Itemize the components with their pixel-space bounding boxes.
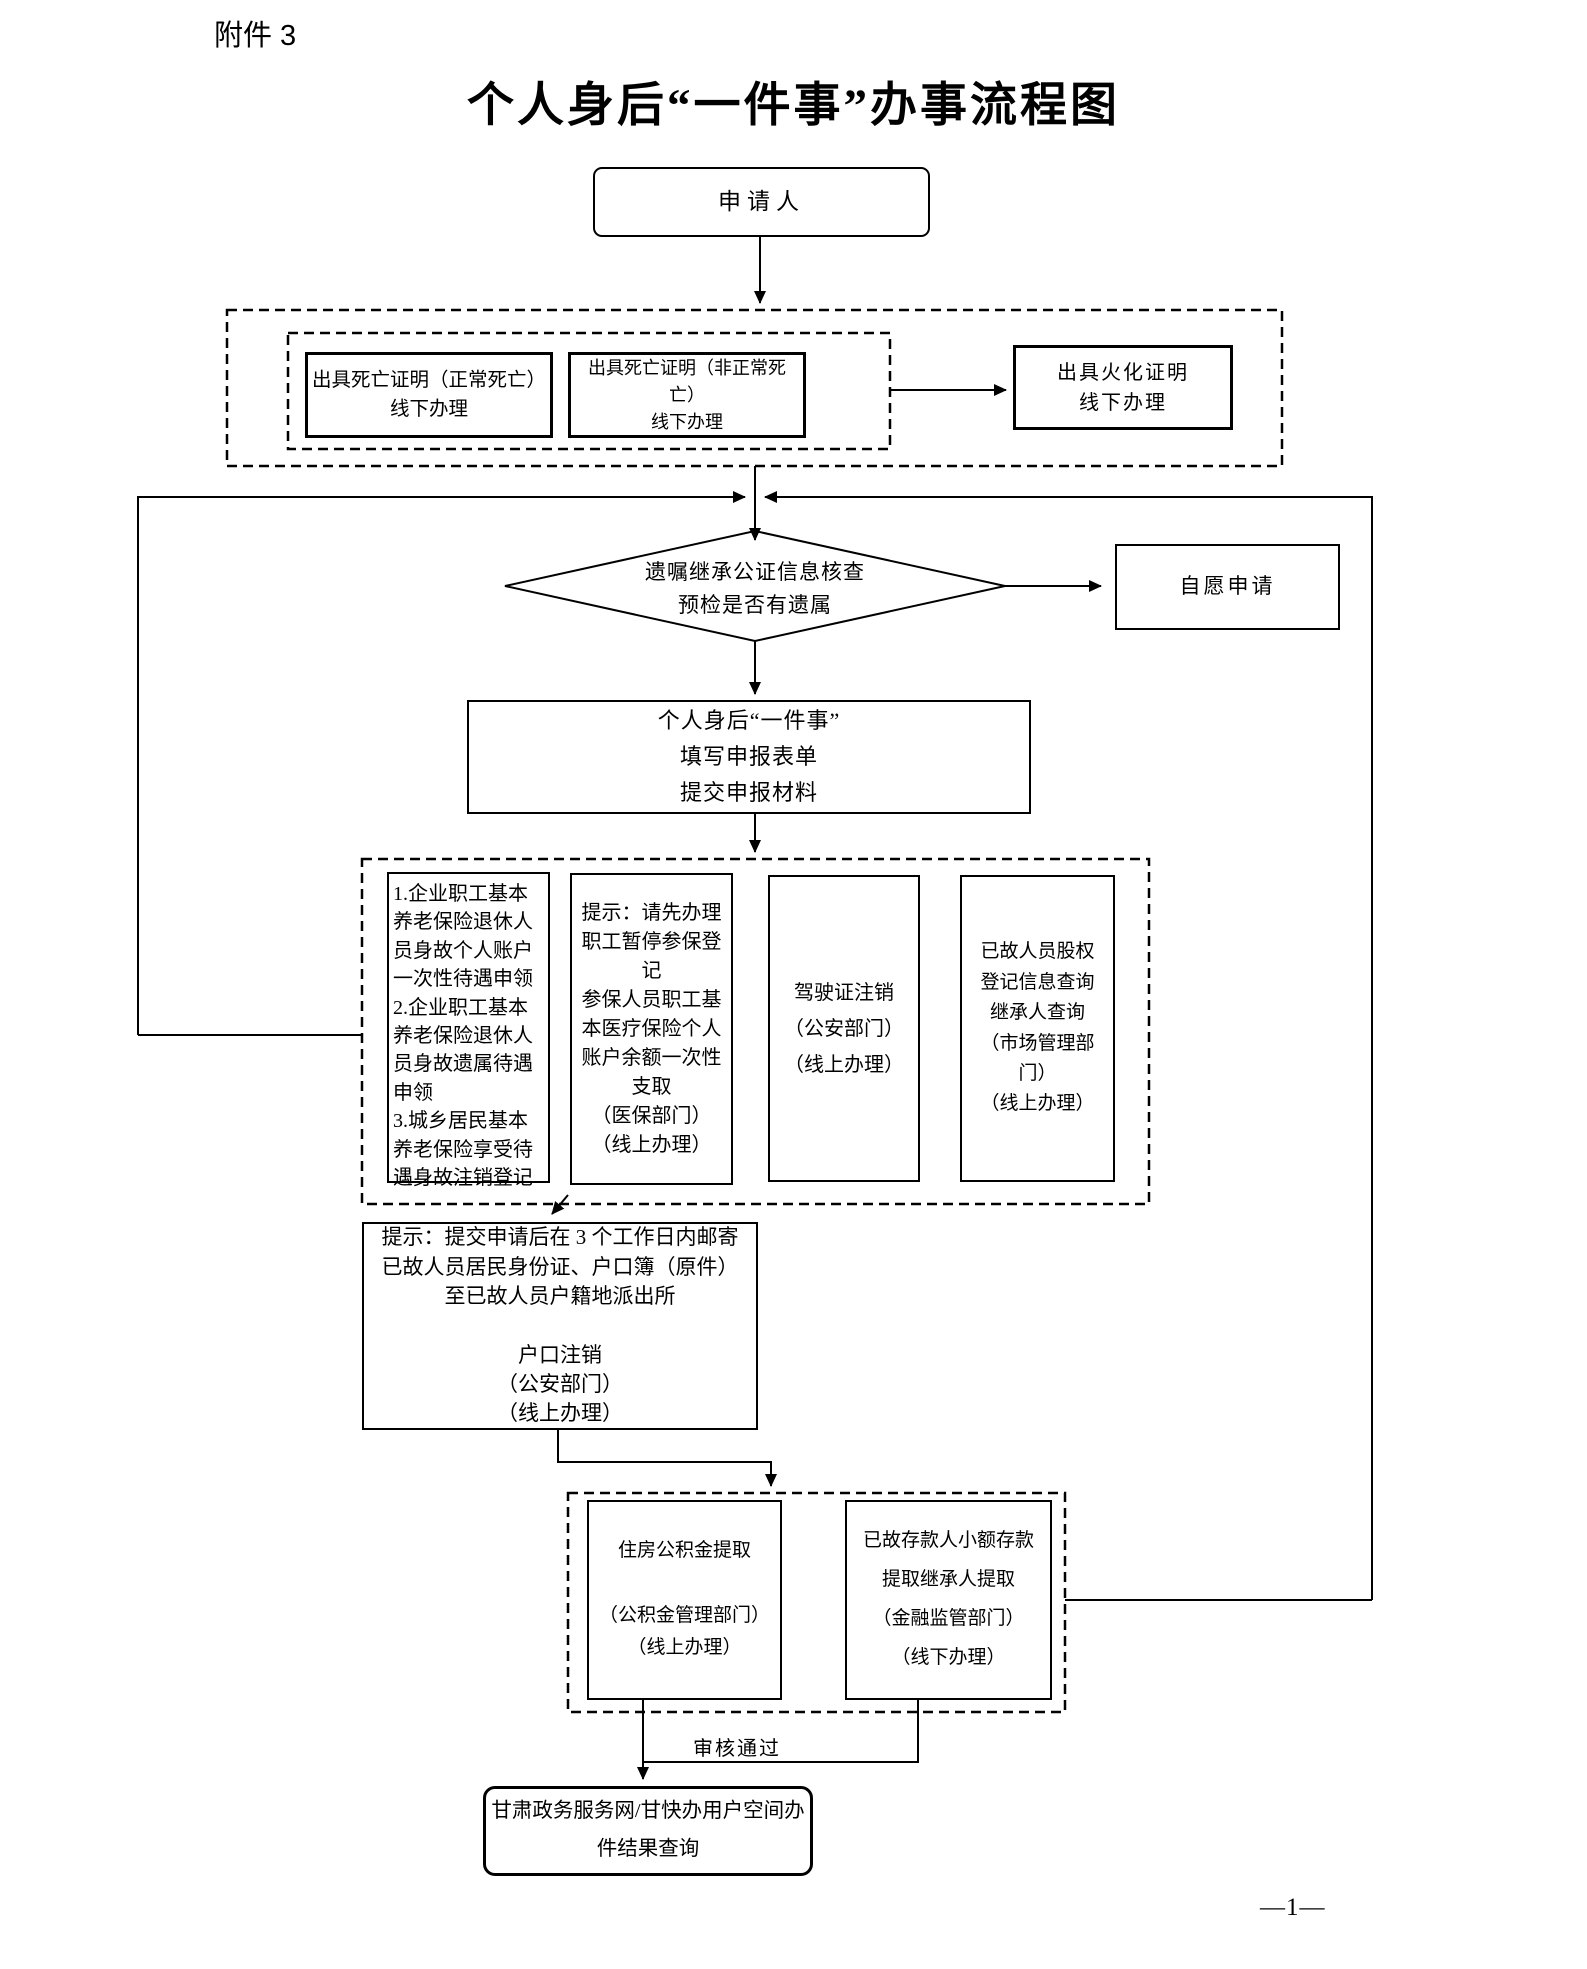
page-title: 个人身后“一件事”办事流程图 — [467, 80, 1120, 132]
parallel-tasks-frame — [360, 857, 1151, 1206]
node-small-deposit: 已故存款人小额存款 提取继承人提取 （金融监管部门） （线下办理） — [845, 1500, 1052, 1700]
node-death-cert-normal: 出具死亡证明（正常死亡） 线下办理 — [305, 352, 553, 438]
node-pension-tasks: 1.企业职工基本养老保险退休人员身故个人账户一次性待遇申领 2.企业职工基本养老… — [387, 872, 550, 1189]
arrow-to-hukou — [551, 1194, 569, 1215]
node-hukou-cancel: 提示：提交申请后在 3 个工作日内邮寄 已故人员居民身份证、户口簿（原件） 至已… — [362, 1222, 758, 1430]
attachment-label: 附件 3 — [214, 20, 297, 52]
node-housing-fund: 住房公积金提取 （公积金管理部门） （线上办理） — [587, 1500, 782, 1700]
node-voluntary-apply: 自愿申请 — [1115, 544, 1340, 630]
node-main-form: 个人身后“一件事” 填写申报表单 提交申报材料 — [467, 700, 1031, 814]
page-number: —1— — [1260, 1894, 1326, 1921]
node-death-cert-abnormal: 出具死亡证明（非正常死亡） 线下办理 — [568, 352, 806, 438]
node-applicant: 申请人 — [593, 167, 930, 237]
node-result-query: 甘肃政务服务网/甘快办用户空间办件结果查询 — [483, 1786, 813, 1876]
node-medical-insurance: 提示：请先办理职工暂停参保登记 参保人员职工基本医疗保险个人账户余额一次性支取 … — [570, 873, 733, 1185]
approved-label: 审核通过 — [693, 1738, 781, 1760]
deposit-merge-line — [644, 1700, 919, 1763]
node-driver-license-cancel: 驾驶证注销 （公安部门） （线上办理） — [768, 875, 920, 1182]
decision-text: 遗嘱继承公证信息核查 预检是否有遗属 — [645, 560, 865, 617]
node-cremation-cert: 出具火化证明 线下办理 — [1013, 345, 1233, 430]
node-equity-query: 已故人员股权 登记信息查询 继承人查询 （市场管理部门） （线上办理） — [960, 875, 1115, 1182]
arrow-to-fund-deposit — [557, 1430, 777, 1487]
death-stage-outer-frame — [225, 308, 1284, 468]
fund-deposit-frame — [566, 1491, 1067, 1714]
